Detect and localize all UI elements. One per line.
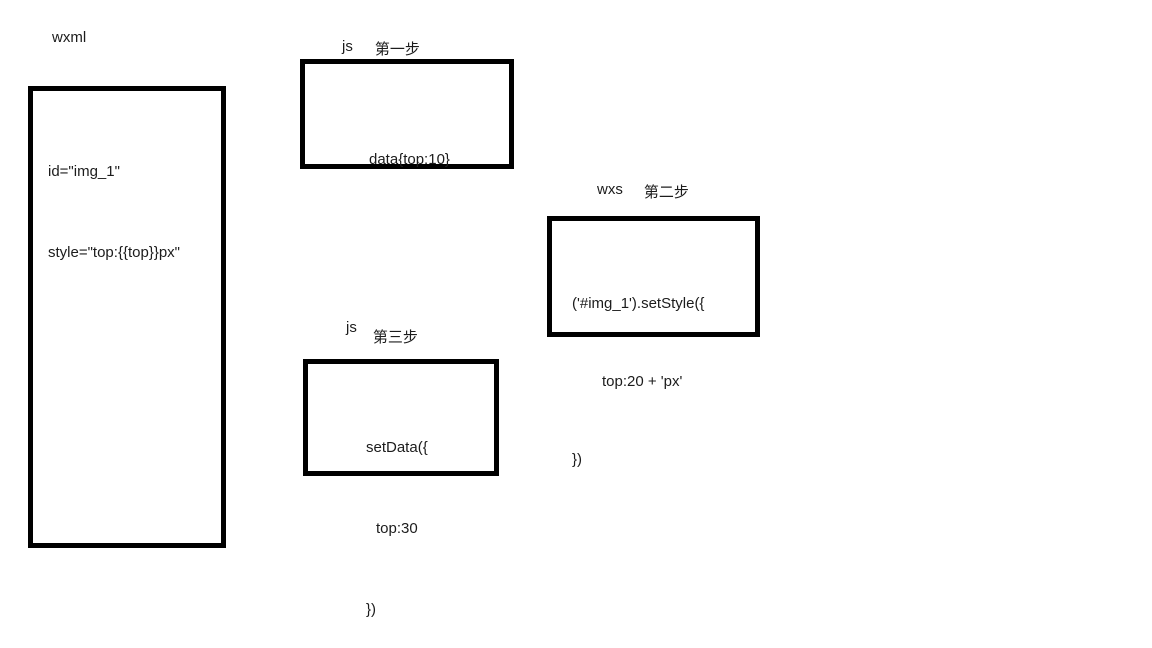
wxml-code: id="img_1" style="top:{{top}}px" (48, 104, 180, 320)
code-line: data{top:10} (369, 151, 450, 168)
step3-lang-label: js (346, 319, 357, 336)
step2-step-label: 第二步 (643, 184, 689, 201)
step2-code: ('#img_1').setStyle({ top:20 + 'px' }) (572, 239, 704, 525)
step2-lang-label: wxs (597, 181, 623, 198)
step3-box: setData({ top:30 }) (303, 359, 499, 618)
code-line: style="top:{{top}}px" (48, 244, 181, 261)
step2-box: ('#img_1').setStyle({ top:20 + 'px' }) (547, 216, 760, 468)
code-line: }) (572, 451, 583, 468)
step3-code: setData({ top:30 }) (366, 380, 428, 648)
code-line: id="img_1" (48, 163, 120, 180)
step1-code: data{top:10} (369, 92, 450, 227)
step1-label: js 第一步 (342, 38, 420, 59)
code-line: top:20 + 'px' (602, 373, 683, 390)
code-line: top:30 (376, 520, 418, 537)
step3-label: js 第三步 (346, 319, 418, 347)
step3-step-label: 第三步 (372, 329, 418, 346)
step1-lang-label: js (342, 38, 353, 55)
step2-label: wxs 第二步 (597, 181, 689, 202)
code-line: ('#img_1').setStyle({ (572, 295, 705, 312)
step1-box: data{top:10} (300, 59, 514, 169)
code-line: setData({ (366, 439, 428, 456)
code-line: }) (366, 601, 377, 618)
wxml-label: wxml (52, 29, 87, 46)
step1-step-label: 第一步 (374, 41, 420, 58)
wxml-box: id="img_1" style="top:{{top}}px" (28, 86, 226, 548)
